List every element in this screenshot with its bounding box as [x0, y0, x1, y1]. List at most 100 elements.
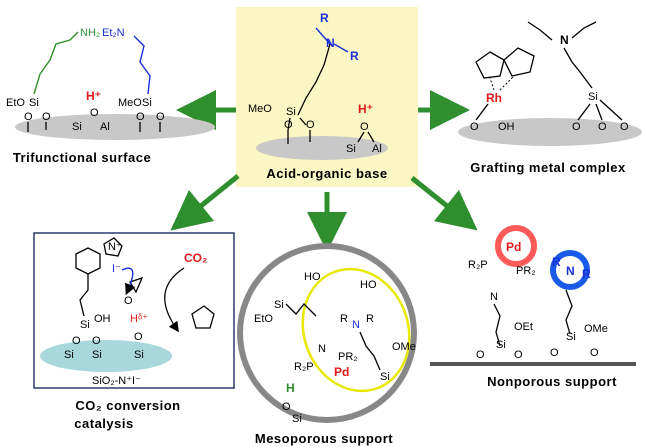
- center-caption: Acid-organic base: [266, 166, 387, 181]
- co2-label: CO₂: [184, 251, 207, 265]
- meso-pd: Pd: [334, 365, 349, 379]
- nonporous-panel: Pd R₂P PR₂ N Si OEt O O N R R Si OMe O O…: [430, 225, 636, 389]
- center-surface: [256, 136, 388, 160]
- center-o: O: [306, 119, 315, 131]
- tl-o2: O: [42, 111, 51, 123]
- tl-al: Al: [100, 121, 110, 133]
- tl-o4: O: [156, 111, 165, 123]
- tr-si-o: [577, 103, 591, 121]
- meso-ome: OMe: [392, 341, 416, 353]
- nonporous-n1: N: [490, 291, 498, 303]
- mesopore-ring: [237, 243, 417, 423]
- nonporous-pd: Pd: [506, 240, 521, 254]
- pyrrolidine-ring: [103, 237, 123, 257]
- tl-meo: MeO: [118, 97, 142, 109]
- tr-o2: O: [598, 121, 607, 133]
- center-panel: N R R MeO Si O O H⁺ O Si Al Acid-organic…: [236, 7, 418, 187]
- co2-panel: SiO₂-N⁺I⁻ N⁺ I⁻ Si OH O O Si Si O Hᵟ⁺ O …: [33, 232, 235, 431]
- center-amine-r1: R: [320, 11, 329, 25]
- co2-propyl: [79, 274, 89, 317]
- tr-si-o: [595, 103, 603, 121]
- rh-cod-bond: [499, 75, 515, 91]
- arrows: [170, 90, 478, 252]
- nonporous-oet: OEt: [514, 321, 533, 333]
- pyridinium-ring: [75, 247, 101, 275]
- nonporous-chain1: [493, 303, 501, 347]
- nonporous-ome: OMe: [584, 323, 608, 335]
- meso-r2: R: [366, 313, 374, 325]
- meso-h: H: [286, 381, 295, 395]
- amine-highlight-ring: [550, 250, 590, 290]
- arrow-to-nonporous: [410, 176, 478, 231]
- center-si2: Si: [346, 143, 356, 155]
- nonporous-r2: R: [582, 267, 591, 281]
- center-alkyl-chain: [297, 43, 331, 116]
- trifunctional-panel: NH₂ EtO Si O O Et₂N MeO Si O O H⁺ O Si A…: [6, 27, 215, 165]
- meso-n: N: [318, 343, 326, 355]
- tl-o3: O: [136, 111, 145, 123]
- nonporous-o1: O: [476, 349, 485, 361]
- center-o-si-bond: [357, 131, 365, 143]
- meso-o: O: [282, 401, 291, 413]
- metal-complex-surface: [458, 118, 642, 146]
- meso-eto: EtO: [254, 313, 273, 325]
- co2-oh: OH: [94, 313, 111, 325]
- iodide-label: I⁻: [112, 263, 121, 275]
- tr-si: Si: [588, 91, 598, 103]
- co2-o-acid: O: [134, 331, 143, 343]
- center-al: Al: [372, 143, 382, 155]
- nonporous-o3: O: [550, 347, 559, 359]
- nonporous-amine-n: N: [566, 264, 575, 278]
- trifunctional-surface: [15, 114, 215, 140]
- meso-propyl: [359, 331, 381, 371]
- iodide-attack-arrow: [121, 267, 136, 296]
- et2n-label: Et₂N: [102, 27, 125, 39]
- tr-propyl: [563, 47, 593, 89]
- tr-ethyl: [571, 21, 597, 39]
- tr-si-o: [599, 99, 623, 121]
- co2-o: O: [72, 335, 81, 347]
- meso-r1: R: [340, 313, 348, 325]
- tr-o: O: [470, 121, 479, 133]
- tr-n: N: [560, 33, 569, 47]
- metal-complex-panel: Rh O OH N Si O O O Grafting metal comple…: [458, 21, 642, 175]
- tl-si3: Si: [72, 121, 82, 133]
- rh-o-bond: [475, 103, 489, 121]
- tr-oh: OH: [498, 121, 515, 133]
- nonporous-r2p: R₂P: [468, 259, 488, 271]
- tl-eto: EtO: [6, 97, 25, 109]
- center-n-r-bond: [315, 27, 331, 45]
- co2-si4: Si: [134, 349, 144, 361]
- rh-label: Rh: [486, 91, 502, 105]
- center-meo: MeO: [248, 103, 272, 115]
- meso-chain: [285, 303, 317, 317]
- center-o: O: [284, 119, 293, 131]
- co2-support-label: SiO₂-N⁺I⁻: [92, 375, 141, 387]
- tl-acid-o: O: [90, 107, 99, 119]
- tr-o3: O: [620, 121, 629, 133]
- tr-o1: O: [572, 121, 581, 133]
- center-amine-r2: R: [350, 49, 359, 63]
- center-proton: H⁺: [358, 102, 373, 116]
- center-n-r-bond: [333, 43, 349, 53]
- green-aminopropyl-chain: [33, 31, 79, 95]
- meso-r2p: R₂P: [294, 361, 314, 373]
- metal-complex-caption: Grafting metal complex: [470, 160, 626, 175]
- tl-si2: Si: [142, 97, 152, 109]
- meso-ho1: HO: [304, 271, 321, 283]
- nonporous-chain2: [565, 289, 573, 335]
- co2-caption-line1: CO₂ conversion: [75, 398, 180, 413]
- rh-cod-bond: [489, 77, 495, 91]
- nonporous-caption: Nonporous support: [487, 374, 617, 389]
- meso-si: Si: [274, 299, 284, 311]
- co2-si3: Si: [92, 349, 102, 361]
- cooperative-site-highlight: [301, 267, 411, 393]
- n-plus-label: N⁺: [108, 241, 122, 253]
- center-si-o-bond: [287, 117, 291, 131]
- h-delta-label: Hᵟ⁺: [130, 313, 148, 325]
- co2-support: [40, 340, 172, 372]
- meso-amine-n: N: [352, 319, 360, 331]
- epoxide-o: O: [124, 295, 133, 307]
- cyclic-carbonate: [191, 305, 215, 329]
